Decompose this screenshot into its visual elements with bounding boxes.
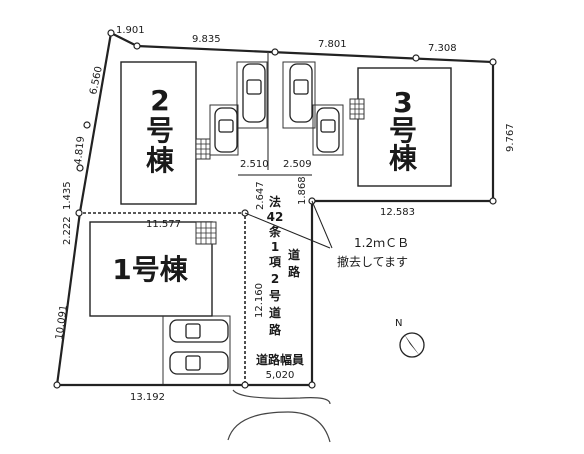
road-char: 項 bbox=[269, 255, 282, 269]
building-2-go: 号 bbox=[146, 114, 174, 147]
road-char: 法 bbox=[269, 194, 281, 209]
road-curb bbox=[227, 389, 331, 443]
building-2-number: 2 bbox=[150, 84, 169, 117]
dim-mid-right: 12.583 bbox=[380, 207, 415, 218]
cb-wall-note-line2: 撤去してます bbox=[337, 254, 408, 269]
cb-wall-note-line1: 1.2ｍＣＢ bbox=[354, 236, 409, 250]
road-char: 道 bbox=[288, 247, 300, 262]
entrance-grid-lines bbox=[350, 99, 364, 119]
building-1 bbox=[89, 221, 213, 317]
building-2 bbox=[120, 61, 197, 205]
road-char: 2 bbox=[271, 272, 279, 286]
building-3 bbox=[357, 67, 452, 187]
dim-left-5: 10.091 bbox=[54, 304, 70, 340]
car bbox=[169, 63, 340, 375]
dim-right-1: 9.767 bbox=[505, 123, 516, 152]
building-3-to: 棟 bbox=[389, 142, 418, 175]
building-2-to: 棟 bbox=[146, 144, 175, 177]
road-char: 号 bbox=[269, 288, 281, 303]
road-width-value: 5,020 bbox=[266, 370, 295, 381]
dim-left-3: 1.435 bbox=[62, 181, 73, 210]
road-char: 路 bbox=[269, 322, 282, 337]
dim-left-4: 2.222 bbox=[62, 216, 73, 245]
road-char: 路 bbox=[288, 264, 301, 279]
building-3-number: 3 bbox=[393, 86, 412, 119]
entrance-grid-lines bbox=[196, 139, 210, 159]
compass-north: N bbox=[395, 318, 402, 329]
annotation-leaders bbox=[244, 200, 333, 249]
dim-left-2: 4.819 bbox=[73, 136, 87, 166]
road-width-label: 道路幅員 bbox=[256, 352, 304, 367]
road-char: 42 bbox=[267, 210, 284, 224]
dim-mid-left: 11.577 bbox=[146, 219, 181, 230]
road-char: 条 bbox=[268, 224, 282, 239]
dim-road-a: 2.510 bbox=[240, 159, 269, 170]
dim-road-length: 12.160 bbox=[254, 283, 265, 318]
entrance-grid-lines bbox=[196, 222, 216, 244]
building-1-label: 1号棟 bbox=[112, 253, 188, 286]
road-char: 1 bbox=[271, 240, 279, 254]
survey-markers bbox=[53, 29, 497, 389]
compass: N bbox=[395, 318, 425, 358]
dim-bottom: 13.192 bbox=[130, 392, 165, 403]
dim-top-4: 7.308 bbox=[428, 43, 457, 54]
road-designation: 法 42 条 1 項 2 号 道 路 道 路 bbox=[267, 194, 301, 337]
dim-top-2: 9.835 bbox=[192, 34, 221, 45]
dim-road-d: 1.868 bbox=[297, 176, 308, 205]
parking-outline bbox=[162, 61, 344, 384]
road-char: 道 bbox=[269, 305, 281, 320]
dim-road-b: 2.509 bbox=[283, 159, 312, 170]
dim-top-1: 1.901 bbox=[116, 25, 145, 36]
dim-road-c: 2.647 bbox=[255, 181, 266, 210]
dim-top-3: 7.801 bbox=[318, 39, 347, 50]
building-3-go: 号 bbox=[389, 114, 417, 147]
